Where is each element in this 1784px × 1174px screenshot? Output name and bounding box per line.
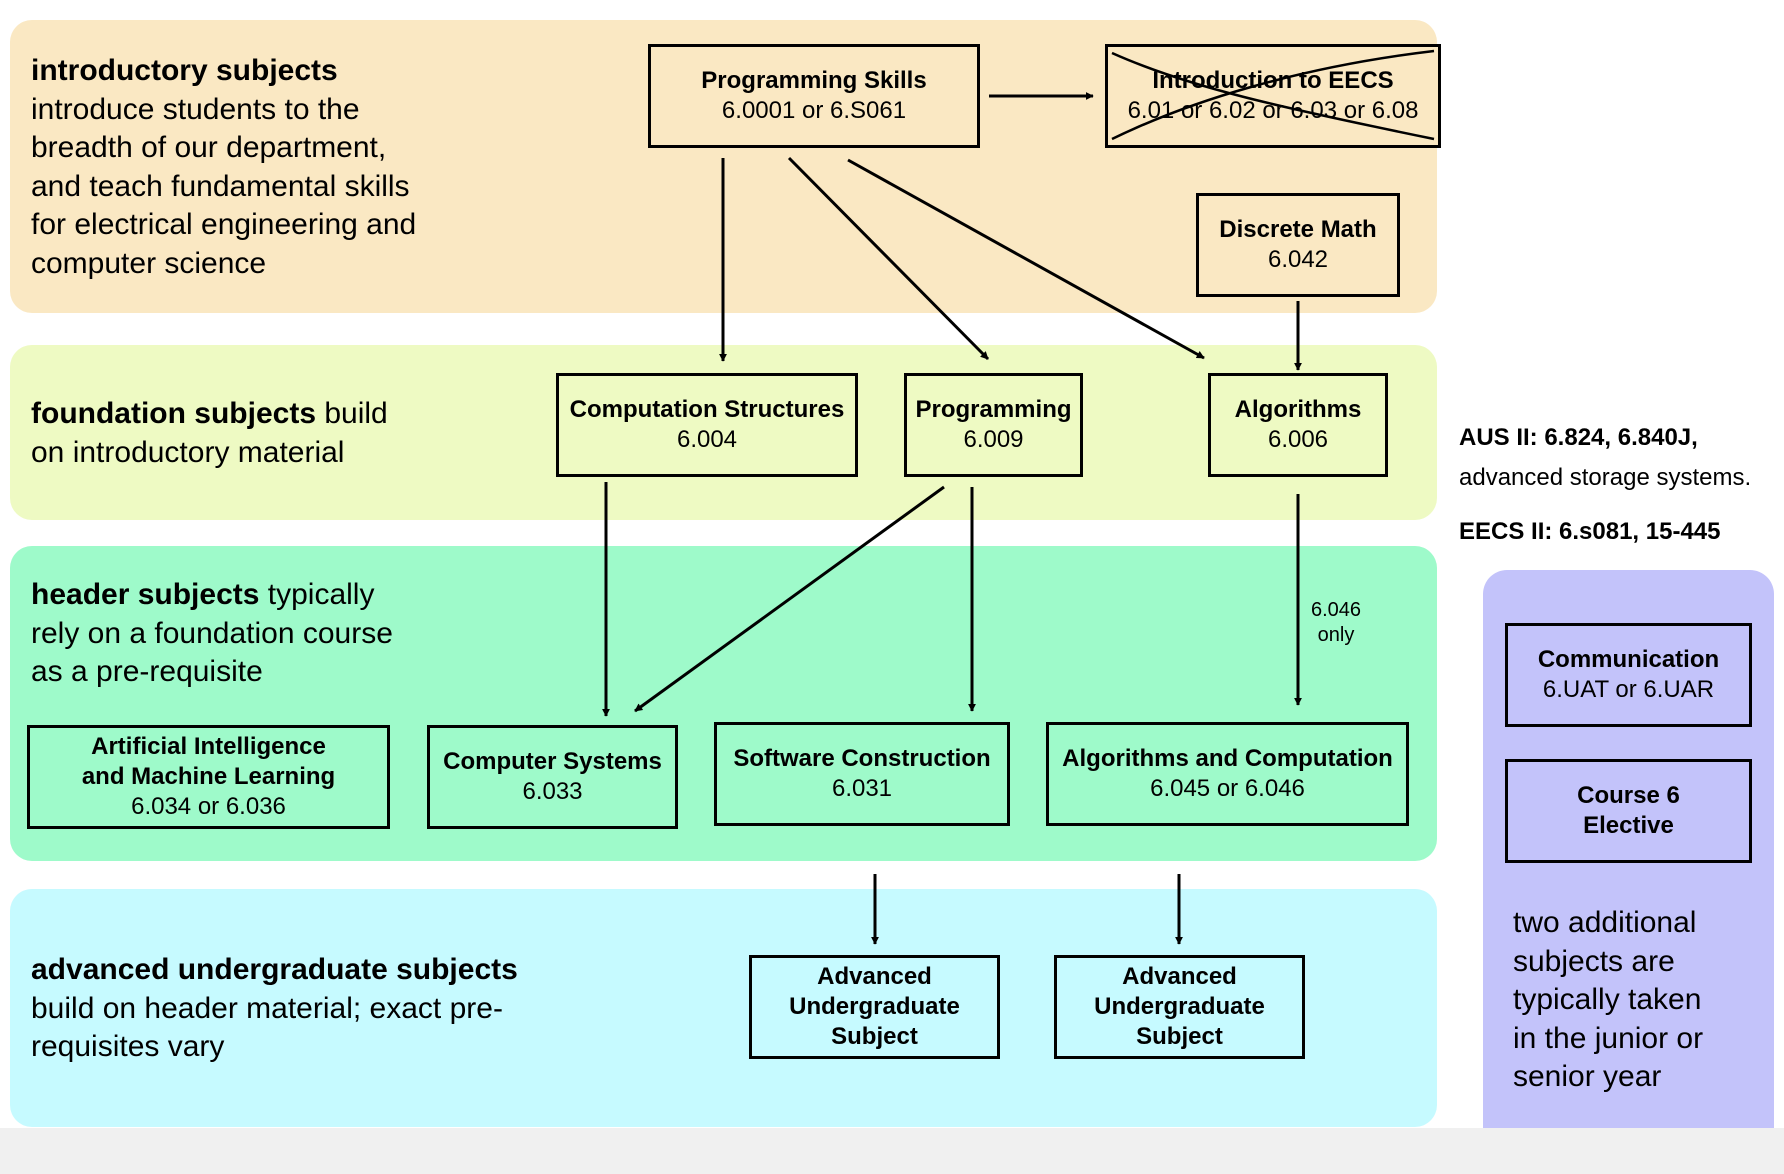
computation-structures-box: Computation Structures 6.004 — [556, 373, 858, 477]
box-title: Artificial Intelligence and Machine Lear… — [81, 733, 336, 790]
cross-out-mark — [1111, 49, 1435, 141]
box-title: Discrete Math — [1219, 216, 1377, 243]
box-code: 6.034 or 6.036 — [131, 793, 286, 820]
discrete-math-box: Discrete Math 6.042 — [1196, 193, 1400, 297]
algorithms-box: Algorithms 6.006 — [1208, 373, 1388, 477]
box-code: 6.045 or 6.046 — [1150, 775, 1305, 802]
software-construction-box: Software Construction 6.031 — [714, 722, 1010, 826]
box-title: Advanced Undergraduate Subject — [789, 963, 960, 1050]
box-title: Programming — [915, 396, 1072, 423]
box-title: Computer Systems — [443, 748, 662, 775]
aus-note-bold: AUS II: 6.824, 6.840J, — [1459, 424, 1698, 451]
box-title: Computation Structures — [569, 396, 845, 423]
intro-eecs-box: Introduction to EECS 6.01 or 6.02 or 6.0… — [1105, 44, 1441, 148]
advanced-subject-box-1: Advanced Undergraduate Subject — [749, 955, 1000, 1059]
box-title: Communication — [1537, 646, 1720, 673]
aus-note: AUS II: 6.824, 6.840J, — [1459, 424, 1698, 452]
course6-elective-box: Course 6 Elective — [1505, 759, 1752, 863]
box-code: 6.0001 or 6.S061 — [721, 97, 907, 124]
introductory-description: introductory subjects introduce students… — [31, 52, 416, 283]
algorithms-computation-box: Algorithms and Computation 6.045 or 6.04… — [1046, 722, 1409, 826]
box-code: 6.006 — [1267, 426, 1329, 453]
box-title: Algorithms and Computation — [1062, 745, 1393, 772]
box-code: 6.004 — [676, 426, 738, 453]
foundation-description: foundation subjects build on introductor… — [31, 395, 388, 472]
foundation-title: foundation subjects — [31, 397, 316, 430]
arrow-label-6046: 6.046 only — [1310, 599, 1362, 646]
box-code: 6.009 — [963, 426, 1024, 453]
programming-skills-box: Programming Skills 6.0001 or 6.S061 — [648, 44, 980, 148]
advanced-subject-box-2: Advanced Undergraduate Subject — [1054, 955, 1305, 1059]
introductory-text: introduce students to the breadth of our… — [31, 92, 417, 280]
ai-ml-box: Artificial Intelligence and Machine Lear… — [27, 725, 390, 829]
aus-note-text: advanced storage systems. — [1459, 464, 1752, 491]
advanced-title: advanced undergraduate subjects — [31, 953, 518, 986]
box-title: Advanced Undergraduate Subject — [1094, 963, 1265, 1050]
foundation-text: build on introductory material — [31, 397, 388, 469]
advanced-text: build on header material; exact pre- req… — [31, 991, 503, 1064]
arrow-programming-to-systems — [634, 485, 945, 713]
header-text: typically rely on a foundation course as… — [31, 578, 393, 688]
computer-systems-box: Computer Systems 6.033 — [427, 725, 678, 829]
communication-box: Communication 6.UAT or 6.UAR — [1505, 623, 1752, 727]
box-code: 6.031 — [831, 775, 893, 802]
programming-box: Programming 6.009 — [904, 373, 1083, 477]
box-code: 6.033 — [522, 778, 583, 805]
eecs-note: EECS II: 6.s081, 15-445 — [1459, 518, 1721, 546]
box-code: 6.UAT or 6.UAR — [1542, 676, 1715, 703]
electives-note: two additional subjects are typically ta… — [1513, 906, 1704, 1093]
box-code: 6.042 — [1267, 246, 1329, 273]
box-title: Algorithms — [1234, 396, 1362, 423]
header-title: header subjects — [31, 578, 260, 611]
header-description: header subjects typically rely on a foun… — [31, 576, 393, 692]
eecs-note-bold: EECS II: 6.s081, 15-445 — [1459, 518, 1721, 545]
box-title: Programming Skills — [701, 67, 927, 94]
arrow-skills-to-programming — [787, 156, 990, 361]
arrow-skills-to-algorithms — [847, 158, 1205, 360]
advanced-description: advanced undergraduate subjects build on… — [31, 951, 518, 1067]
box-title: Course 6 Elective — [1577, 782, 1680, 839]
introductory-title: introductory subjects — [31, 54, 338, 87]
bottom-strip — [0, 1128, 1784, 1174]
box-title: Software Construction — [733, 745, 991, 772]
